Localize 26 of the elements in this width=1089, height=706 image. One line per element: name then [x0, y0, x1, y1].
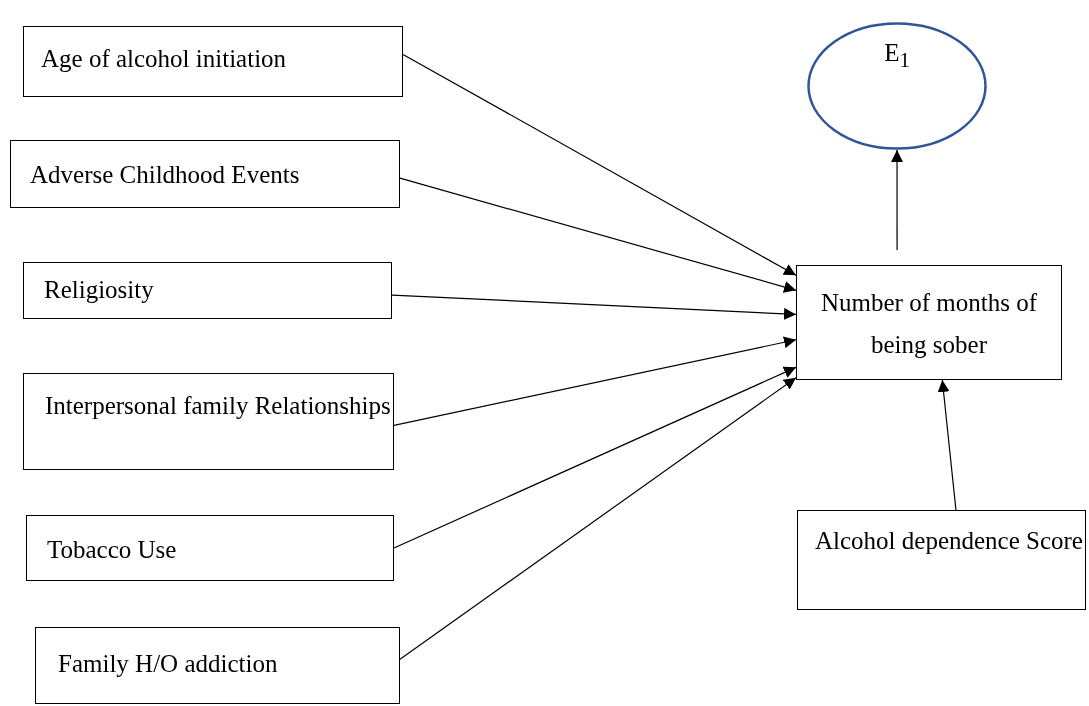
- variable-box: [10, 140, 400, 208]
- variable-box: [23, 26, 403, 97]
- variable-label: Adverse Childhood Events: [30, 160, 301, 190]
- variable-label: Tobacco Use: [47, 535, 178, 565]
- variable-box: [797, 510, 1086, 610]
- variable-box: [23, 262, 392, 319]
- variable-label: Alcohol dependence Score: [815, 526, 1083, 556]
- arrow: [393, 366, 797, 549]
- arrow: [391, 294, 797, 320]
- variable-box: [26, 515, 394, 581]
- variable-label: Number of months of being sober: [820, 288, 1038, 360]
- error-ellipse: [807, 22, 987, 150]
- arrow: [399, 177, 797, 293]
- arrow: [393, 336, 797, 426]
- variable-box: [35, 627, 400, 704]
- variable-box: [796, 265, 1062, 380]
- arrow: [937, 379, 957, 511]
- arrow: [402, 53, 797, 276]
- arrow: [399, 377, 797, 660]
- variable-label: Age of alcohol initiation: [41, 44, 288, 74]
- variable-label: Family H/O addiction: [58, 649, 279, 679]
- variable-label: Religiosity: [44, 275, 155, 305]
- variable-box: [23, 373, 394, 470]
- arrow: [891, 149, 903, 251]
- variable-label: E$_{1}$: [883, 38, 911, 74]
- variable-label: Interpersonal family Relationships: [45, 391, 391, 421]
